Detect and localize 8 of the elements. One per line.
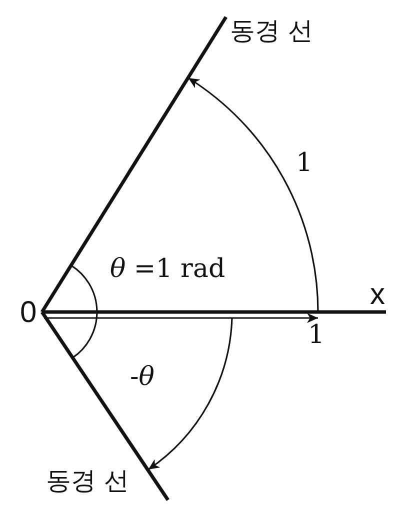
ray-label: 동경 선 (46, 468, 129, 493)
ray-label: 동경 선 (230, 18, 313, 43)
axis-label: x (370, 280, 385, 310)
angle-label: θ =1 rad (110, 256, 226, 282)
origin-label: 0 (20, 298, 37, 328)
angle-label: -θ (130, 364, 154, 390)
unit-label: 1 (308, 322, 325, 348)
arc-length-label: 1 (296, 150, 313, 176)
